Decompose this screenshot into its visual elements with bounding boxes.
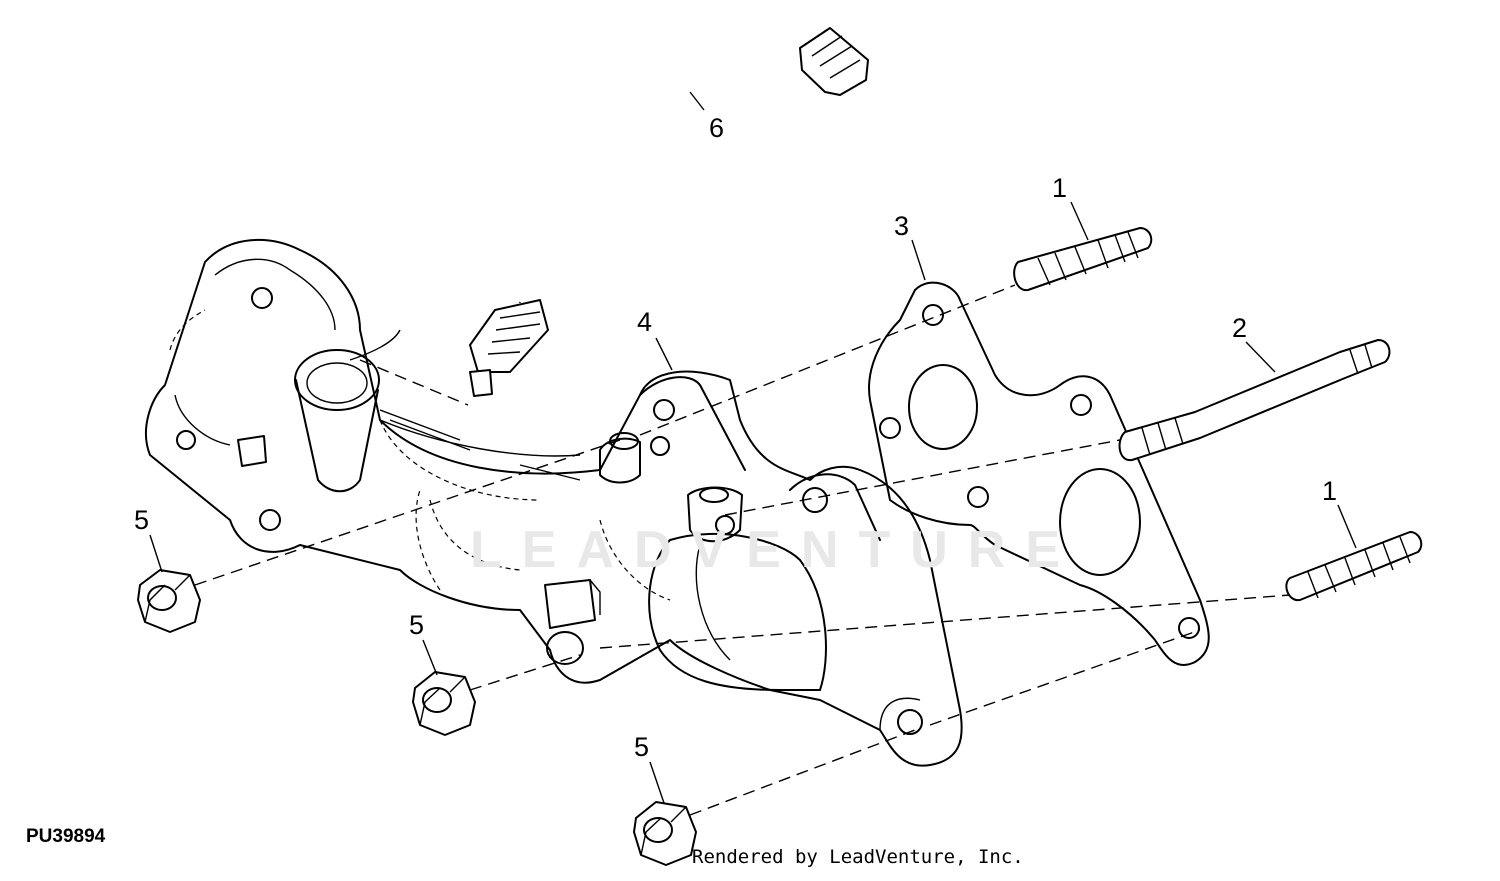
callout-3: 3 [894,211,909,241]
render-credit: Rendered by LeadVenture, Inc. [692,846,1024,868]
callout-5-middle: 5 [409,610,424,640]
callout-5-bottom: 5 [634,732,649,762]
oxygen-sensor-part-6 [469,14,869,397]
callout-1-upper: 1 [1052,173,1067,203]
long-stud-part-2 [1118,339,1391,462]
stud-part-1-upper [1013,227,1153,292]
nut-part-5-middle [412,671,476,736]
nut-part-5-bottom [633,801,697,866]
nut-part-5-left [137,569,201,633]
stud-part-1-lower [1285,531,1423,602]
assembly-centerlines [194,284,1291,816]
leader-lines [149,91,1357,804]
callout-2: 2 [1232,313,1247,343]
exhaust-manifold-part-4 [145,238,963,767]
callout-1-lower: 1 [1322,476,1337,506]
watermark: LEADVENTURE [470,521,1081,579]
gasket-part-3 [868,281,1210,666]
callout-6: 6 [709,113,724,143]
callout-5-left: 5 [134,505,149,535]
callout-4: 4 [637,307,652,337]
figure-reference-code: PU39894 [26,826,106,847]
